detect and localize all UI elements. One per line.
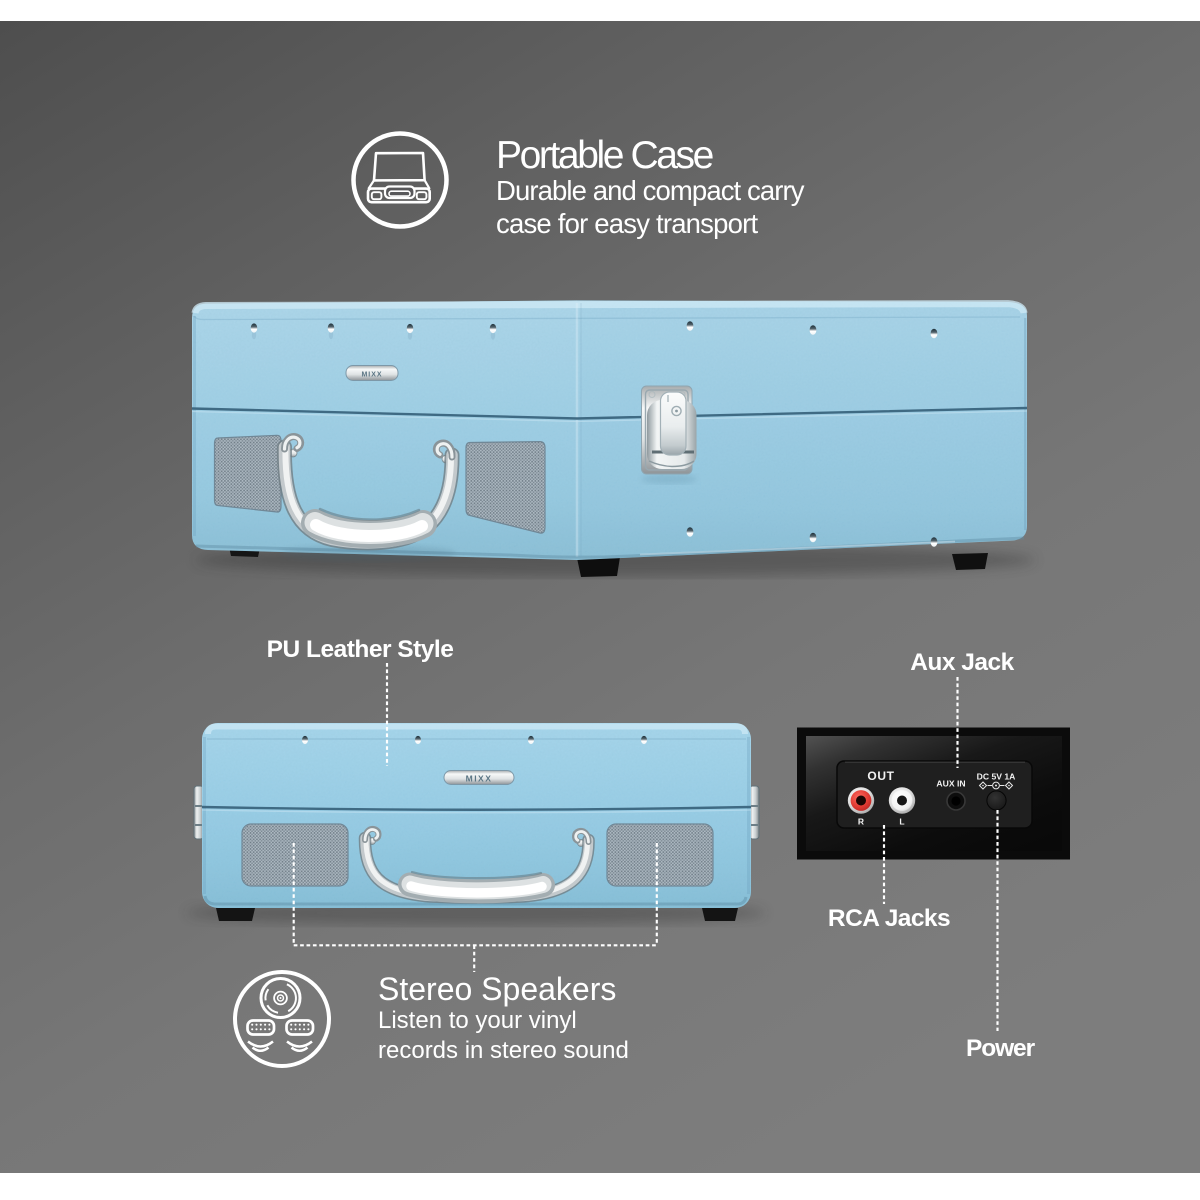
svg-text:Listen to your vinyl: Listen to your vinyl [378, 1007, 577, 1034]
svg-text:Aux Jack: Aux Jack [910, 649, 1014, 676]
svg-text:PU Leather Style: PU Leather Style [267, 636, 454, 663]
svg-text:Portable Case: Portable Case [496, 134, 713, 177]
svg-text:Durable and compact carry: Durable and compact carry [496, 175, 805, 206]
svg-text:case for easy transport: case for easy transport [496, 208, 758, 239]
svg-text:RCA Jacks: RCA Jacks [828, 905, 950, 932]
svg-text:AUX IN: AUX IN [936, 779, 965, 789]
svg-text:Power: Power [966, 1035, 1036, 1062]
svg-text:MIXX: MIXX [466, 773, 493, 783]
svg-text:MIXX: MIXX [361, 372, 382, 379]
svg-text:Stereo Speakers: Stereo Speakers [378, 971, 616, 1007]
svg-text:OUT: OUT [867, 769, 894, 783]
svg-text:DC 5V 1A: DC 5V 1A [977, 772, 1016, 782]
svg-text:records in stereo sound: records in stereo sound [378, 1037, 629, 1064]
svg-text:L: L [899, 817, 904, 827]
svg-text:R: R [858, 817, 864, 827]
